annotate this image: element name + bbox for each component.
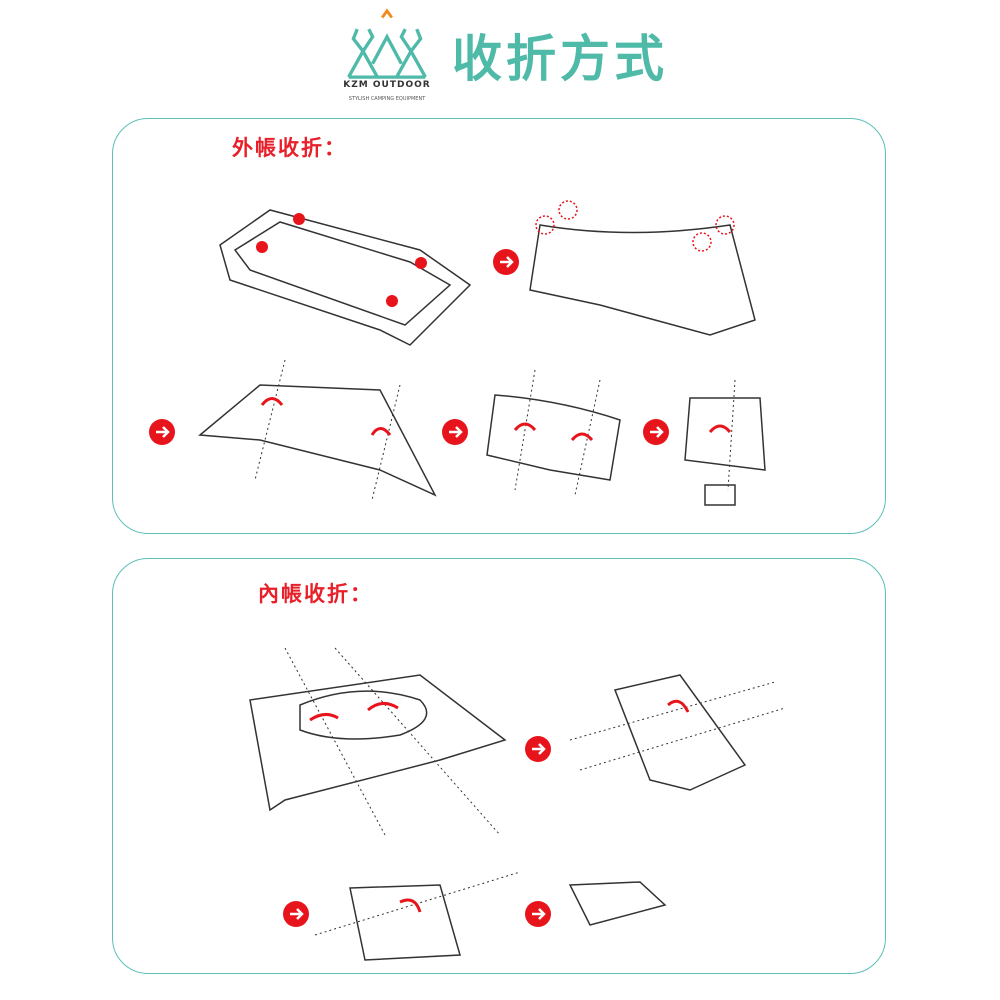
step-arrow-icon (442, 419, 468, 445)
inner-step4-illustration (568, 881, 667, 926)
inner-step1-illustration (249, 647, 507, 836)
page-title: 收折方式 (452, 30, 668, 88)
step-arrow-icon (493, 249, 519, 275)
outer-step4-illustration (486, 369, 621, 496)
outer-step5-illustration (684, 379, 766, 506)
outer-tent-panel (112, 118, 886, 534)
outer-step3-illustration (198, 359, 437, 501)
inner-step3-illustration (314, 871, 521, 961)
step-arrow-icon (525, 901, 551, 927)
outer-step2-illustration (529, 200, 756, 336)
outer-tent-title: 外帳收折： (232, 136, 347, 160)
inner-tent-title: 內帳收折： (258, 582, 373, 606)
step-arrow-icon (643, 419, 669, 445)
inner-tent-panel (112, 558, 886, 974)
step-arrow-icon (283, 901, 309, 927)
step-arrow-icon (525, 736, 551, 762)
outer-step1-illustration (219, 209, 472, 346)
logo-brand: KZM OUTDOOR (343, 80, 431, 90)
inner-step2-illustration (569, 674, 786, 791)
logo-tagline: STYLISH CAMPING EQUIPMENT (348, 96, 426, 102)
kzm-logo-icon (347, 8, 427, 79)
step-arrow-icon (149, 419, 175, 445)
